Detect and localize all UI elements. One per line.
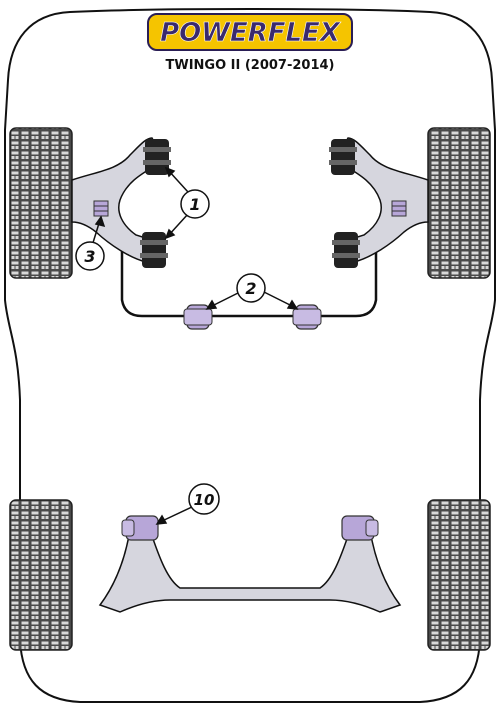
front-right-tyre (427, 127, 491, 279)
svg-text:3: 3 (84, 247, 95, 266)
model-title: TWINGO II (2007-2014) (165, 58, 334, 73)
callout-3: 3 (75, 241, 105, 271)
car-body-outline (4, 8, 496, 703)
arb-right-bush (292, 304, 322, 330)
arb-left-bush (183, 304, 213, 330)
right-balljoint-bush (391, 200, 407, 217)
front-left-tyre (9, 127, 73, 279)
rear-beam (98, 529, 402, 613)
callout-10: 10 (188, 483, 220, 515)
rear-left-beam-bush (121, 515, 159, 541)
svg-text:2: 2 (245, 279, 256, 298)
callout-2: 2 (236, 273, 266, 303)
rear-left-tyre (9, 499, 73, 651)
rear-right-beam-bush (341, 515, 379, 541)
anti-roll-bar (120, 245, 378, 318)
logo-text: POWERFLEX (160, 18, 342, 48)
left-balljoint-bush (93, 200, 109, 217)
front-left-lower-bush (140, 232, 168, 268)
rear-right-tyre (427, 499, 491, 651)
right-wishbone (335, 137, 429, 263)
powerflex-logo: POWERFLEX (147, 13, 353, 51)
callout-1: 1 (180, 189, 210, 219)
front-right-upper-bush (329, 139, 357, 175)
svg-text:1: 1 (189, 195, 200, 214)
front-left-upper-bush (143, 139, 171, 175)
svg-text:10: 10 (194, 491, 215, 509)
front-right-lower-bush (332, 232, 360, 268)
